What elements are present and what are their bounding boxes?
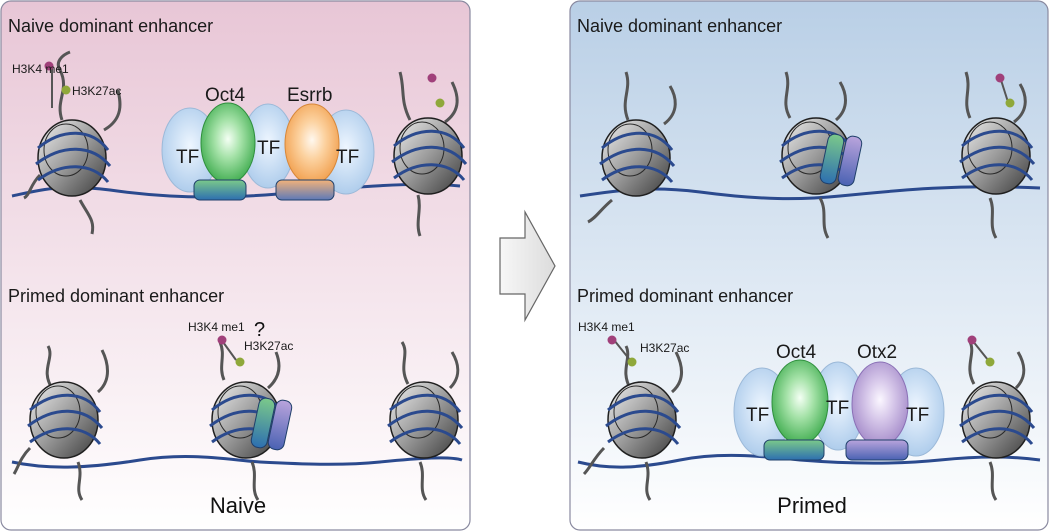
h3k27ac-mark xyxy=(435,98,445,108)
dna-binding-motif xyxy=(193,179,247,201)
esrrb-label: Esrrb xyxy=(287,85,332,106)
h3k27ac-mark xyxy=(1005,98,1015,108)
oct4-protein xyxy=(200,102,256,184)
histone-tail xyxy=(266,351,281,390)
h3k4me1-label: H3K4 me1 xyxy=(12,62,69,76)
histone-tail xyxy=(250,461,260,501)
mark-stalk xyxy=(222,341,237,361)
h3k27ac-label: H3K27ac xyxy=(244,339,293,353)
h3k4me1-mark xyxy=(44,61,54,71)
bound-motif xyxy=(837,135,863,187)
h3k27ac-mark xyxy=(235,357,245,367)
oct4-label: Oct4 xyxy=(205,85,246,106)
histone-tail xyxy=(1013,83,1027,124)
histone-tail xyxy=(398,71,412,121)
histone-tail xyxy=(818,197,830,239)
h3k27ac-label: H3K27ac xyxy=(640,341,689,355)
otx2-label: Otx2 xyxy=(857,342,897,363)
histone-tail xyxy=(644,461,652,501)
tf-label: TF xyxy=(826,398,849,419)
h3k4me1-label: H3K4 me1 xyxy=(188,320,245,334)
histone-tail xyxy=(103,89,122,132)
oct4-protein xyxy=(771,359,829,445)
histone-tail xyxy=(623,71,630,121)
h3k4me1-mark xyxy=(607,335,617,345)
histone-tail xyxy=(670,351,683,394)
histone-tail xyxy=(784,71,792,119)
h3k4me1-mark xyxy=(427,73,437,83)
tf-label: TF xyxy=(176,147,199,168)
tf-label: TF xyxy=(906,405,929,426)
otx2-protein xyxy=(851,361,909,447)
h3k4me1-mark xyxy=(217,335,227,345)
h3k4me1-label: H3K4 me1 xyxy=(578,320,635,334)
h3k4me1-mark xyxy=(967,335,977,345)
dna-binding-motif xyxy=(763,439,825,461)
histone-tail xyxy=(988,197,998,239)
oct4-label: Oct4 xyxy=(776,342,817,363)
right-naive-enhancer-header: Naive dominant enhancer xyxy=(577,16,782,36)
mark-stalk xyxy=(613,339,631,361)
histone-tail xyxy=(76,461,84,501)
bound-motif xyxy=(819,133,845,185)
left-naive-enhancer-header: Naive dominant enhancer xyxy=(8,16,213,36)
histone-tail xyxy=(45,345,54,389)
h3k27ac-mark xyxy=(985,357,995,367)
mark-stalk xyxy=(1000,79,1009,103)
histone-tail xyxy=(444,81,459,124)
histone-tail xyxy=(400,341,410,385)
dna-binding-motif xyxy=(845,439,909,461)
histone-tail xyxy=(834,81,847,122)
h3k27ac-label: H3K27ac xyxy=(72,84,121,98)
dna-binding-motif xyxy=(275,179,335,201)
histone-tail xyxy=(418,461,428,501)
histone-tail xyxy=(23,173,42,200)
tf-label: TF xyxy=(257,138,280,159)
tf-label: TF xyxy=(746,405,769,426)
histone-tail xyxy=(988,461,998,501)
esrrb-protein xyxy=(284,103,340,185)
bound-motif xyxy=(250,397,276,449)
histone-tail xyxy=(582,446,606,476)
histone-tail xyxy=(56,50,71,121)
histone-tail xyxy=(964,71,972,119)
h3k4me1-mark xyxy=(995,73,1005,83)
histone-tail xyxy=(1014,351,1026,390)
left-primed-enhancer-header: Primed dominant enhancer xyxy=(8,286,224,306)
h3k27ac-mark xyxy=(627,357,637,367)
histone-tail xyxy=(78,199,95,235)
histone-tail xyxy=(587,198,613,224)
bound-motif xyxy=(267,399,293,451)
h3k27ac-mark xyxy=(61,85,71,95)
histone-tail xyxy=(448,351,460,390)
histone-tail xyxy=(968,341,976,385)
tf-label: TF xyxy=(336,147,359,168)
right-primed-enhancer-header: Primed dominant enhancer xyxy=(577,286,793,306)
histone-tail xyxy=(12,446,32,475)
histone-tail xyxy=(96,349,109,394)
histone-tail xyxy=(416,194,422,237)
right-arrow-icon xyxy=(499,209,556,323)
dna-strand xyxy=(11,455,463,469)
histone-tail xyxy=(624,345,632,389)
right-state-label: Primed xyxy=(777,493,847,518)
histone-tail xyxy=(663,85,677,126)
histone-tail xyxy=(218,341,226,381)
uncertain-mark: ? xyxy=(254,319,265,341)
